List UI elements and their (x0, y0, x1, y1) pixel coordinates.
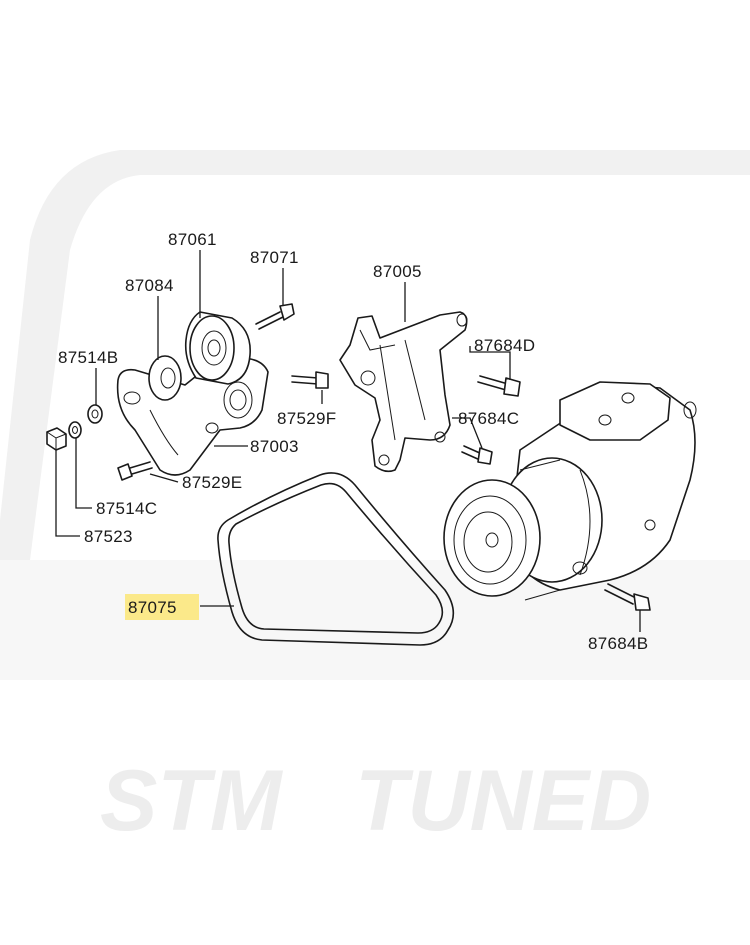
part-drawing-87075-belt[interactable] (217, 472, 455, 646)
part-drawing-87071-bolt[interactable] (255, 303, 295, 330)
part-drawing-87514B-washer[interactable] (87, 404, 103, 424)
part-drawing-87529E-bolt[interactable] (117, 461, 153, 481)
watermark-brand-left: STM (100, 753, 284, 849)
part-drawing-87684C-bolt[interactable] (461, 445, 493, 465)
leader-87514C (75, 438, 92, 509)
label-87523[interactable]: 87523 (84, 527, 133, 546)
label-87684B[interactable]: 87684B (588, 634, 648, 653)
label-87005[interactable]: 87005 (373, 262, 422, 281)
part-drawing-87005-bracket[interactable] (339, 311, 468, 473)
label-87514C[interactable]: 87514C (96, 499, 157, 518)
part-drawing-87684D-bolt[interactable] (477, 375, 521, 397)
part-drawing-87084-washer[interactable] (148, 355, 182, 401)
part-drawing-87529F-bolt[interactable] (291, 371, 329, 389)
label-87529E[interactable]: 87529E (182, 473, 242, 492)
label-87075[interactable]: 87075 (128, 598, 177, 617)
part-drawing-87684B-bolt[interactable] (604, 583, 651, 611)
label-87003[interactable]: 87003 (250, 437, 299, 456)
part-labels: 87061 87071 87005 87084 87514B 87684D 87… (58, 230, 648, 653)
leader-87684C (452, 417, 483, 449)
label-87084[interactable]: 87084 (125, 276, 174, 295)
watermark-brand-right: TUNED (355, 753, 651, 849)
label-87684C[interactable]: 87684C (458, 409, 519, 428)
label-highlight-87075 (125, 594, 199, 620)
label-87529F[interactable]: 87529F (277, 409, 336, 428)
leader-87523 (55, 450, 80, 537)
label-87684D[interactable]: 87684D (474, 336, 535, 355)
label-87514B[interactable]: 87514B (58, 348, 118, 367)
leader-lines (55, 250, 641, 632)
label-87061[interactable]: 87061 (168, 230, 217, 249)
part-drawing-87061-pulley[interactable] (184, 311, 251, 385)
watermark-band (0, 560, 750, 680)
label-87071[interactable]: 87071 (250, 248, 299, 267)
watermark-swoosh (0, 150, 750, 560)
leader-87684D (469, 346, 511, 380)
part-drawing-ac-compressor[interactable] (443, 381, 697, 601)
part-drawing-87523-nut[interactable] (46, 427, 67, 451)
leader-87529E (149, 473, 179, 483)
part-drawing-87514C-washer[interactable] (68, 421, 82, 439)
part-drawing-87003-tensioner-bracket[interactable] (116, 357, 269, 476)
